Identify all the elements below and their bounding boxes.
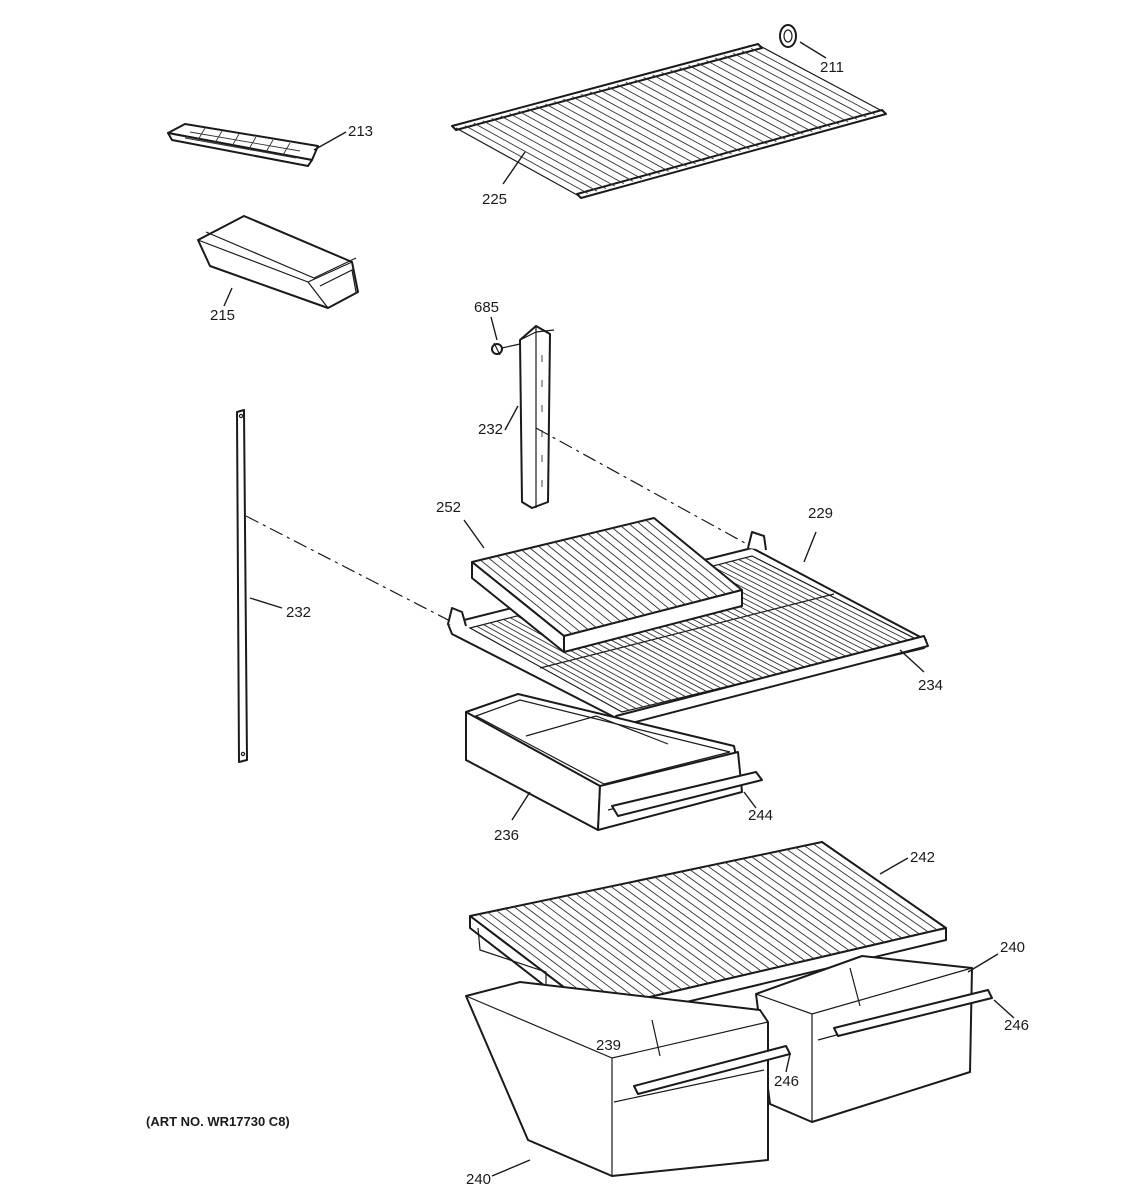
part-240-drawer-right: [755, 953, 999, 1123]
part-232-rail-left: [236, 409, 457, 763]
callout-240-right: 240: [1000, 939, 1025, 956]
callout-215: 215: [210, 307, 235, 324]
callout-232-left: 232: [286, 604, 311, 621]
part-211-bumper: [779, 24, 827, 59]
callout-239: 239: [596, 1037, 621, 1054]
callout-213: 213: [348, 123, 373, 140]
part-213-ice-tray: [167, 123, 347, 167]
part-246-handle-right: [833, 989, 1015, 1037]
callout-246-mid: 246: [774, 1073, 799, 1090]
part-246-handle-mid: [633, 1045, 791, 1095]
callout-234: 234: [918, 677, 943, 694]
art-number: (ART NO. WR17730 C8): [146, 1114, 290, 1129]
part-236-pan: [465, 693, 743, 831]
callout-685: 685: [474, 299, 499, 316]
callout-240-bottom: 240: [466, 1171, 491, 1188]
part-252-cover: [463, 517, 743, 653]
callout-252: 252: [436, 499, 461, 516]
part-225-wire-shelf: [451, 43, 887, 199]
callout-229: 229: [808, 505, 833, 522]
callout-246-right: 246: [1004, 1017, 1029, 1034]
part-215-bin: [197, 215, 359, 309]
callout-244: 244: [748, 807, 773, 824]
callout-236: 236: [494, 827, 519, 844]
part-232-ladder-upper: [504, 325, 755, 549]
callout-225: 225: [482, 191, 507, 208]
part-240-drawer-left: [465, 981, 769, 1177]
callout-242: 242: [910, 849, 935, 866]
part-685-screw: [490, 316, 521, 356]
callout-232-upper: 232: [478, 421, 503, 438]
callout-211: 211: [820, 59, 844, 76]
part-244-handle: [611, 771, 763, 817]
